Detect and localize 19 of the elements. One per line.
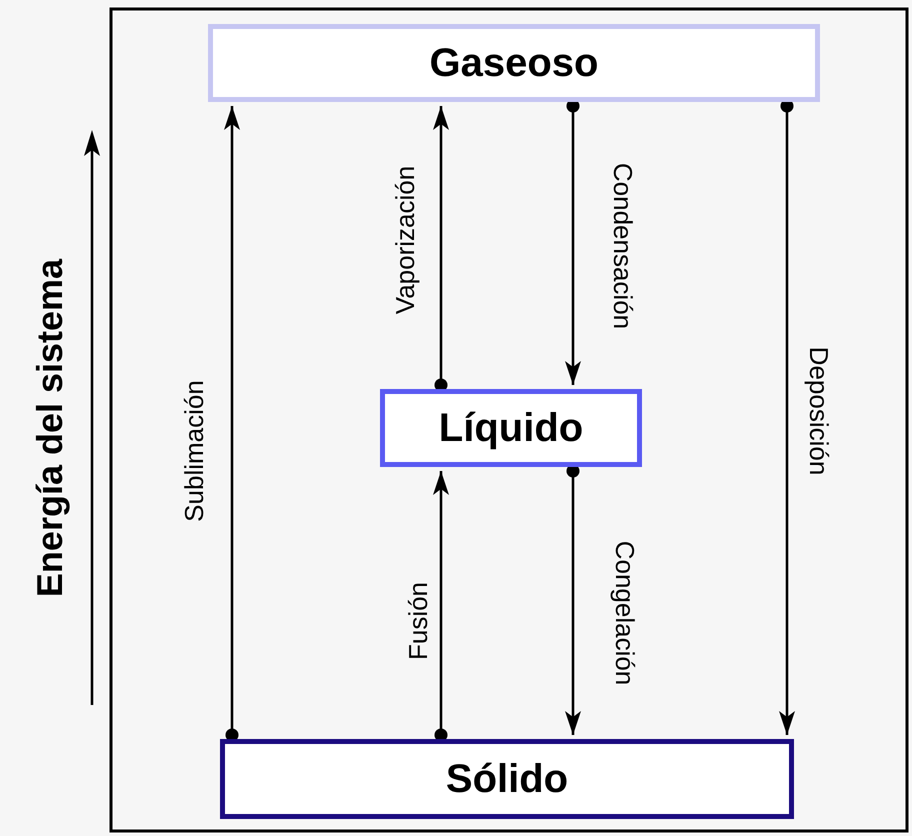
- arrow: [565, 464, 581, 735]
- arrow: [433, 471, 449, 742]
- state-box: [380, 389, 642, 467]
- state-box: [208, 24, 820, 102]
- state-label: Sólido: [446, 756, 568, 802]
- edge-label: Condensación: [610, 162, 636, 329]
- edge-label: Sublimación: [181, 380, 207, 522]
- edge-label: Fusión: [405, 582, 431, 660]
- arrow: [433, 106, 449, 392]
- arrow: [565, 100, 581, 385]
- edge-label: Vaporización: [392, 165, 418, 314]
- edge-label: Deposición: [806, 346, 832, 475]
- arrow: [779, 100, 795, 735]
- arrow: [224, 106, 240, 742]
- edge-label: Congelación: [612, 540, 638, 686]
- axis-label: Energía del sistema: [32, 258, 68, 598]
- state-label: Gaseoso: [430, 40, 598, 86]
- state-box: [220, 739, 794, 819]
- state-label: Líquido: [438, 406, 584, 450]
